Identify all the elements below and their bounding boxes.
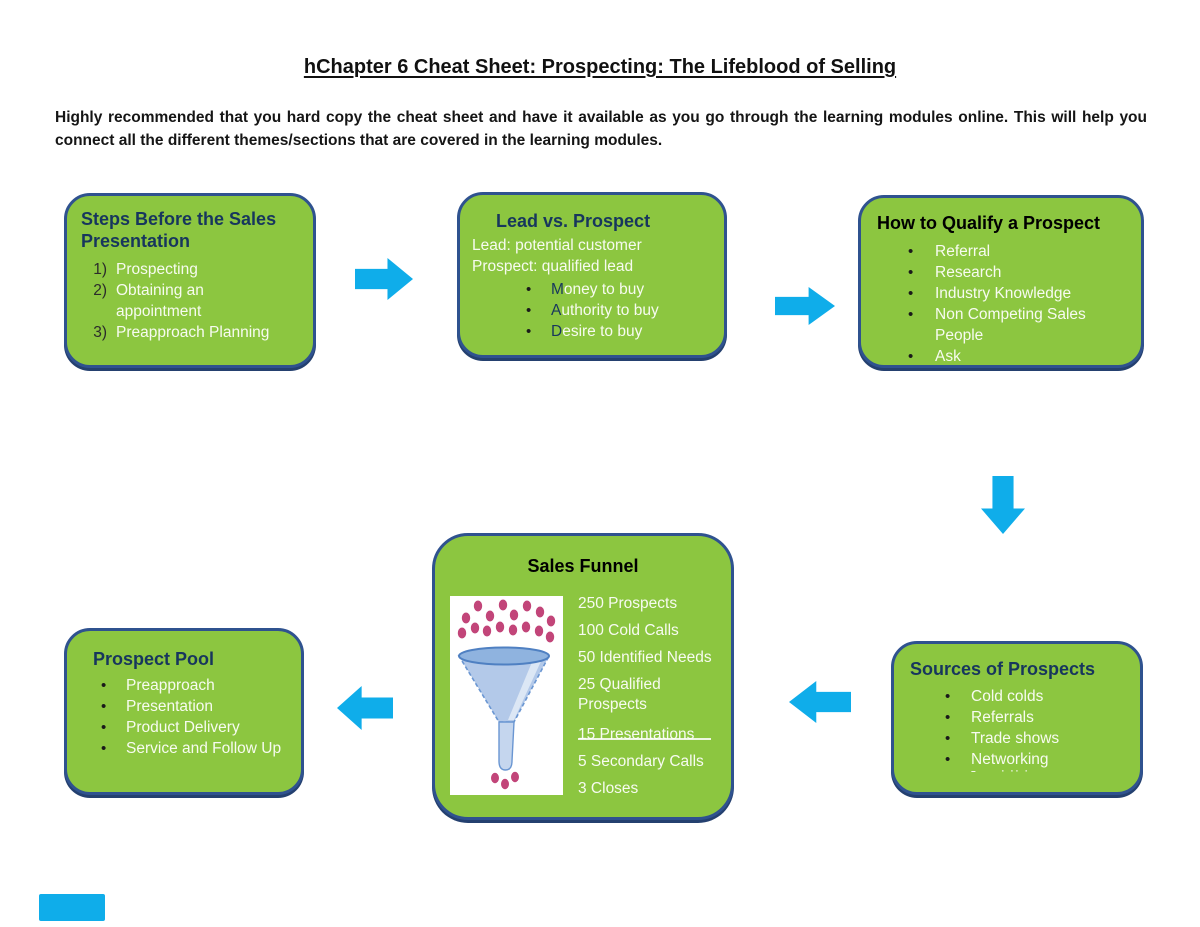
sales-funnel-box: Sales Funnel xyxy=(432,533,734,820)
intro-paragraph: Highly recommended that you hard copy th… xyxy=(55,109,1147,149)
list-item: Preapproach xyxy=(93,675,291,696)
prospect-pool-box: Prospect Pool Preapproach Presentation P… xyxy=(64,628,304,795)
qualify-prospect-box: How to Qualify a Prospect Referral Resea… xyxy=(858,195,1144,368)
funnel-stat: 250 Prospects xyxy=(578,595,678,612)
item-text: Obtaining an appointment xyxy=(116,282,204,320)
item-text: Prospecting xyxy=(116,261,198,278)
page-title: hChapter 6 Cheat Sheet: Prospecting: The… xyxy=(0,56,1200,79)
lead-definition: Lead: potential customer xyxy=(472,237,642,254)
list-item: Trade shows xyxy=(910,728,1132,749)
funnel-illustration xyxy=(450,596,563,795)
list-item: Service and Follow Up xyxy=(93,738,291,759)
lead-vs-prospect-box: Lead vs. Prospect Lead: potential custom… xyxy=(457,192,727,358)
list-item: Networking xyxy=(910,749,1132,770)
list-item: Referral xyxy=(877,241,1133,262)
funnel-stat: 25 Qualified Prospects xyxy=(578,676,661,713)
stray-blue-rectangle xyxy=(39,894,105,921)
funnel-stat: 5 Secondary Calls xyxy=(578,753,704,770)
list-item: Desire to buy xyxy=(472,321,716,342)
clipped-text: ˉ ˙ ˙˙ ˙ xyxy=(971,770,1030,780)
sources-bullet-list: Cold colds Referrals Trade shows Network… xyxy=(910,686,1132,780)
arrow-left-icon xyxy=(337,686,393,730)
funnel-icon xyxy=(457,599,556,790)
pool-bullet-list: Preapproach Presentation Product Deliver… xyxy=(93,675,291,759)
mad-initial: A xyxy=(551,302,562,319)
page-title-text: hChapter 6 Cheat Sheet: Prospecting: The… xyxy=(303,56,897,78)
funnel-stat: 15 Presentations xyxy=(578,725,733,745)
mad-initial: D xyxy=(551,323,563,340)
prospect-definition: Prospect: qualified lead xyxy=(472,258,634,275)
funnel-stat: 50 Identified Needs xyxy=(578,649,712,666)
steps-numbered-list: 1) Prospecting 2) Obtaining an appointment… xyxy=(81,259,305,343)
list-item: 1) Prospecting xyxy=(81,259,305,280)
list-item: Industry Knowledge xyxy=(877,283,1133,304)
item-number: 3) xyxy=(93,324,107,341)
list-item: Authority to buy xyxy=(472,300,716,321)
list-item: Product Delivery xyxy=(93,717,291,738)
sources-of-prospects-box: Sources of Prospects Cold colds Referral… xyxy=(891,641,1143,795)
list-item: Cold colds xyxy=(910,686,1132,707)
clipped-list-item: ˉ ˙ ˙˙ ˙ xyxy=(910,770,1132,780)
funnel-stats-list: 250 Prospects 100 Cold Calls 50 Identifi… xyxy=(578,594,733,806)
qualify-box-title: How to Qualify a Prospect xyxy=(877,213,1101,233)
steps-before-presentation-box: Steps Before the Sales Presentation 1) Pr… xyxy=(64,193,316,368)
funnel-stat: 3 Closes xyxy=(578,780,639,797)
list-item: Presentation xyxy=(93,696,291,717)
item-text: Preapproach Planning xyxy=(116,324,270,341)
item-number: 2) xyxy=(93,282,107,299)
list-item: 2) Obtaining an appointment xyxy=(81,280,305,322)
mad-initial: M xyxy=(551,281,564,298)
list-item: Money to buy xyxy=(472,279,716,300)
item-text: esire to buy xyxy=(562,323,643,340)
pool-box-title: Prospect Pool xyxy=(93,649,215,669)
list-item: Non Competing Sales People xyxy=(877,304,1133,346)
list-item: 3) Preapproach Planning xyxy=(81,322,305,343)
list-item: Research xyxy=(877,262,1133,283)
item-number: 1) xyxy=(93,261,107,278)
item-text: uthority to buy xyxy=(561,302,659,319)
sources-box-title: Sources of Prospects xyxy=(910,659,1096,679)
list-item: Referrals xyxy=(910,707,1132,728)
funnel-box-title: Sales Funnel xyxy=(527,556,639,576)
funnel-stat: 100 Cold Calls xyxy=(578,622,679,639)
arrow-right-icon xyxy=(775,287,835,325)
qualify-bullet-list: Referral Research Industry Knowledge Non… xyxy=(877,241,1133,367)
lead-box-title: Lead vs. Prospect xyxy=(496,211,651,231)
steps-box-title: Steps Before the Sales Presentation xyxy=(81,209,277,251)
arrow-down-icon xyxy=(981,476,1025,534)
list-item: Ask xyxy=(877,346,1133,367)
arrow-left-icon xyxy=(789,681,851,723)
item-text: oney to buy xyxy=(563,281,645,298)
arrow-right-icon xyxy=(355,258,413,300)
mad-bullet-list: Money to buy Authority to buy Desire to … xyxy=(472,279,716,342)
